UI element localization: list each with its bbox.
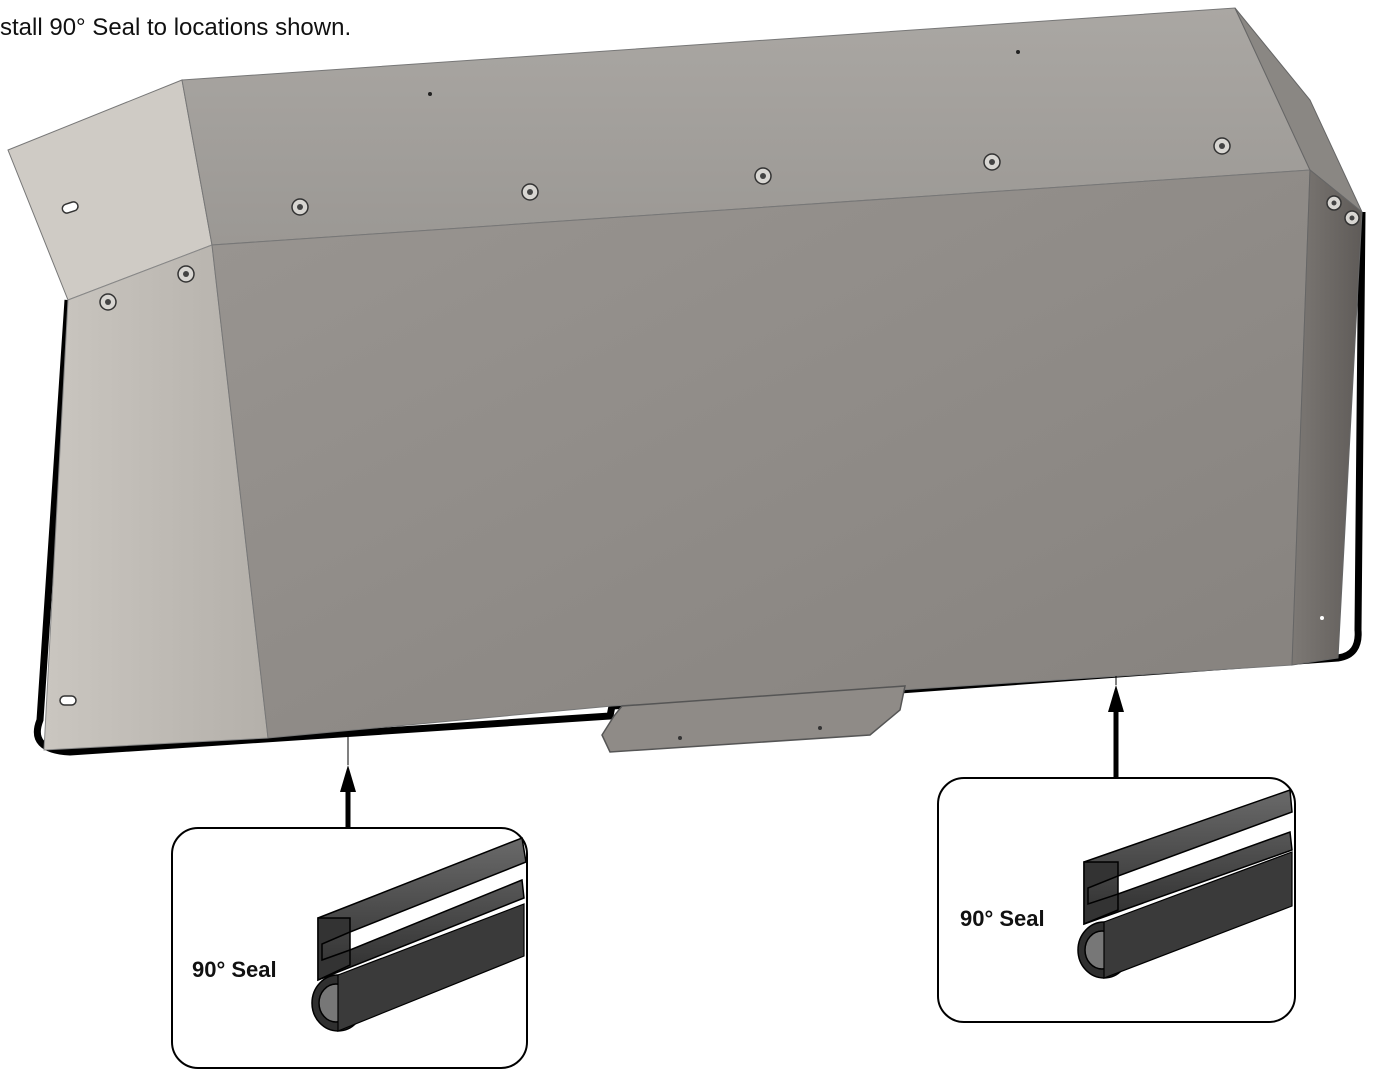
left-callout-label: 90° Seal xyxy=(192,957,277,982)
right-callout-label: 90° Seal xyxy=(960,906,1045,931)
right-arrowhead xyxy=(1108,685,1124,712)
right-side-face xyxy=(1291,168,1363,666)
left-seal-callout: 90° Seal xyxy=(171,827,528,1069)
bolts xyxy=(99,137,1360,311)
instruction-text: stall 90° Seal to locations shown. xyxy=(0,14,352,41)
left-wing-slot xyxy=(59,695,77,706)
left-wing-slot xyxy=(61,201,79,214)
right-seal-callout: 90° Seal xyxy=(937,777,1296,1023)
front-face xyxy=(211,169,1311,739)
bottom-tab xyxy=(601,685,906,753)
left-arrowhead xyxy=(340,765,356,792)
seal-edge xyxy=(33,211,1366,756)
